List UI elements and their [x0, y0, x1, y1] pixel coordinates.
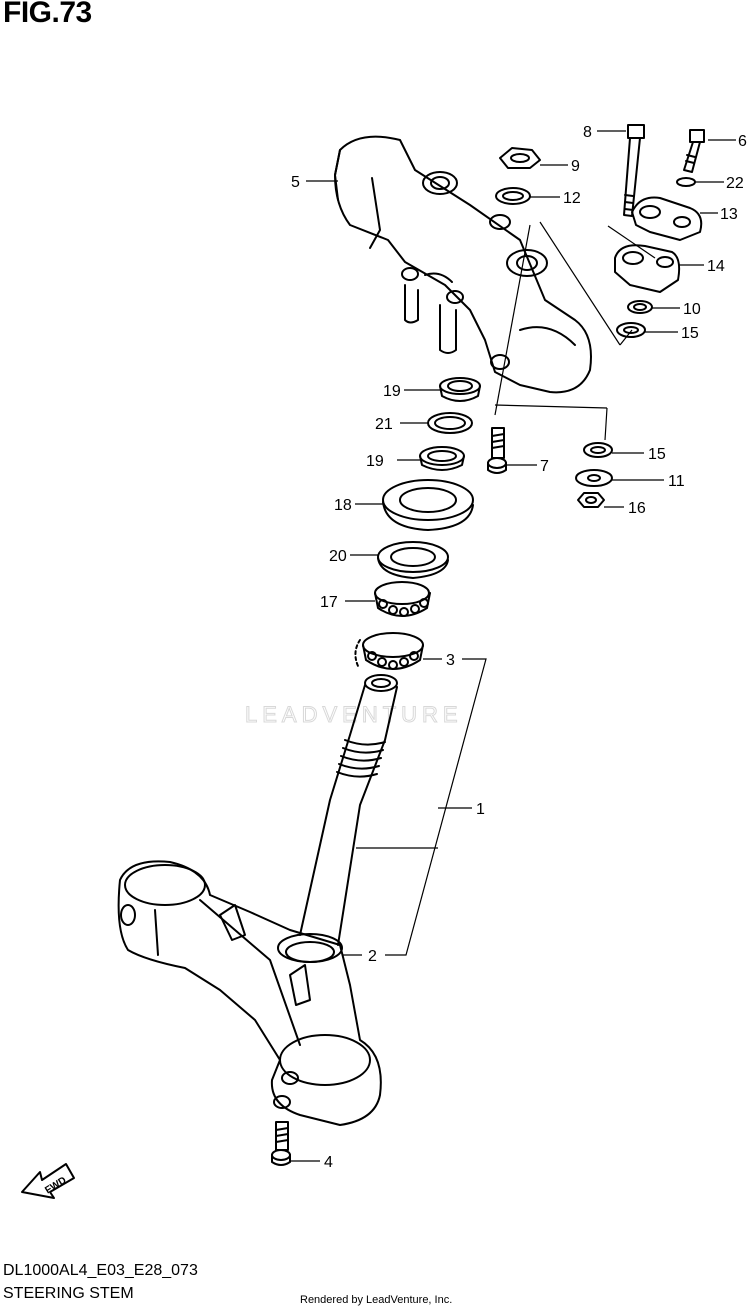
callout-15-upper: 15 [681, 325, 699, 342]
callout-4: 4 [324, 1154, 333, 1171]
steering-stem-shaft [277, 674, 398, 963]
upper-bracket [334, 135, 592, 394]
callout-6: 6 [738, 133, 747, 150]
bearing-17 [374, 581, 431, 617]
nut-16 [577, 492, 605, 508]
callout-17: 17 [320, 594, 338, 611]
callouts: 5 8 6 9 22 12 13 14 10 15 19 21 19 7 15 … [291, 124, 747, 1171]
figure-title: FIG.73 [3, 0, 92, 29]
watermark: LEADVENTURE [245, 702, 463, 727]
washer-12 [495, 187, 531, 205]
bearing-3 [354, 632, 424, 670]
nut-9 [499, 147, 541, 169]
figure-name: STEERING STEM [3, 1285, 134, 1302]
callout-20: 20 [329, 548, 347, 565]
callout-11: 11 [668, 473, 685, 490]
callout-7: 7 [540, 458, 549, 475]
lower-bracket [117, 860, 382, 1126]
bolt-6 [683, 129, 705, 173]
rendered-by: Rendered by LeadVenture, Inc. [300, 1294, 453, 1306]
callout-5: 5 [291, 174, 300, 191]
dust-seal-18 [382, 479, 474, 531]
callout-15-lower: 15 [648, 446, 666, 463]
bolt-7 [487, 427, 507, 474]
callout-2: 2 [368, 948, 377, 965]
nut-19-upper [439, 377, 481, 402]
callout-18: 18 [334, 497, 352, 514]
race-20 [377, 541, 449, 579]
bolt-4 [271, 1121, 291, 1166]
fwd-arrow: FWD [21, 1163, 75, 1199]
callout-10: 10 [683, 301, 701, 318]
washer-11 [575, 469, 613, 487]
callout-19-lower: 19 [366, 453, 384, 470]
callout-3: 3 [446, 652, 455, 669]
washer-22 [676, 177, 696, 187]
callout-13: 13 [720, 206, 738, 223]
washer-10 [627, 300, 653, 314]
holder-14 [614, 244, 681, 293]
washer-15-lower [583, 442, 613, 458]
nut-19-lower [419, 446, 465, 471]
washer-21 [427, 412, 473, 434]
washer-15-upper [616, 322, 646, 338]
callout-9: 9 [571, 158, 580, 175]
callout-1: 1 [476, 801, 485, 818]
callout-19-upper: 19 [383, 383, 401, 400]
callout-21: 21 [375, 416, 393, 433]
callout-12: 12 [563, 190, 581, 207]
callout-22: 22 [726, 175, 744, 192]
holder-13 [631, 196, 703, 241]
leader-lines [290, 130, 736, 1162]
figure-code: DL1000AL4_E03_E28_073 [3, 1262, 198, 1279]
callout-16: 16 [628, 500, 646, 517]
callout-8: 8 [583, 124, 592, 141]
bolt-8 [623, 124, 645, 217]
callout-14: 14 [707, 258, 725, 275]
